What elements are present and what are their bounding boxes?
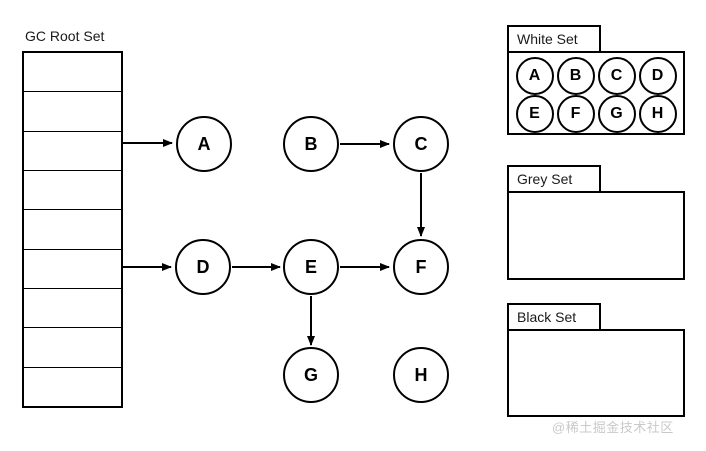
gc-root-cell [24,171,121,211]
white-set-label: White Set [517,31,578,47]
grey-set-label-tab: Grey Set [507,165,601,193]
gc-root-set-column [22,51,123,408]
set-member-chip: A [515,57,554,95]
graph-node-label: H [414,364,428,385]
graph-node-label: G [303,364,318,385]
grey-set-label: Grey Set [517,171,573,187]
graph-node-b: B [283,116,339,172]
set-member-chip: H [638,95,677,133]
white-set-body: A B C D E F G H [507,51,685,135]
graph-node-d: D [175,239,231,295]
graph-node-label: F [415,256,427,277]
black-set-label-tab: Black Set [507,303,601,331]
graph-node-label: D [196,256,210,277]
gc-root-set-title: GC Root Set [25,28,105,44]
graph-node-label: A [197,133,211,154]
graph-node-c: C [393,116,449,172]
set-member-chip: D [638,57,677,95]
gc-root-cell [24,368,121,406]
graph-node-label: B [304,133,318,154]
white-set-members: A B C D E F G H [509,53,683,133]
gc-root-cell [24,289,121,329]
white-set-label-tab: White Set [507,25,601,53]
set-member-chip: F [556,95,595,133]
grey-set-body [507,191,685,280]
graph-node-label: C [414,133,428,154]
black-set-body [507,329,685,417]
gc-root-cell [24,328,121,368]
gc-root-cell [24,132,121,171]
graph-node-e: E [283,239,339,295]
graph-node-f: F [393,239,449,295]
graph-node-g: G [283,347,339,403]
set-member-chip: C [597,57,636,95]
set-member-chip: E [515,95,554,133]
gc-root-cell [24,250,121,289]
gc-root-cell [24,210,121,250]
black-set-label: Black Set [517,309,577,325]
set-member-chip: G [597,95,636,133]
graph-node-label: E [304,256,317,277]
graph-node-a: A [176,116,232,172]
set-member-chip: B [556,57,595,95]
watermark: @稀土掘金技术社区 [552,420,674,435]
gc-root-cell [24,92,121,132]
graph-node-h: H [393,347,449,403]
gc-root-cell [24,53,121,93]
